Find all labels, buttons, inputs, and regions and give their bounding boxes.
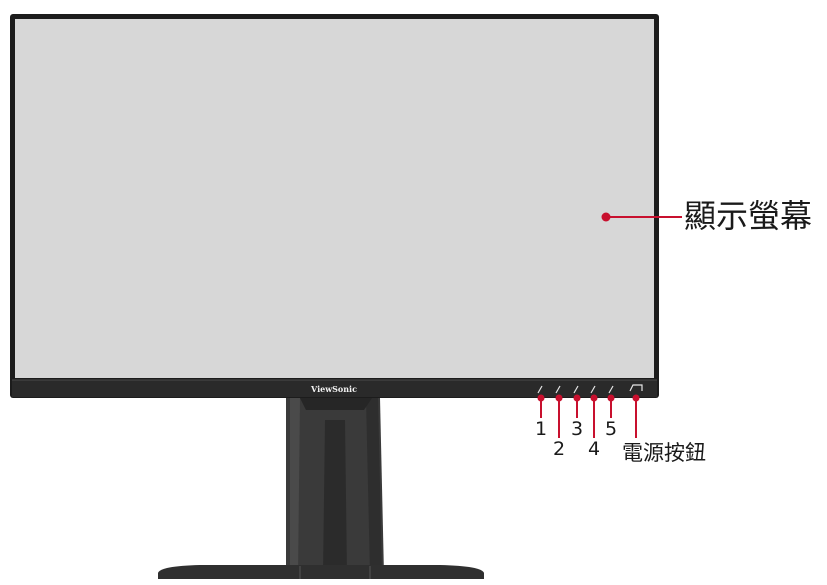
monitor-frame xyxy=(10,14,659,398)
button-3-icon xyxy=(573,385,579,394)
display-screen xyxy=(15,19,654,378)
power-button-icon xyxy=(629,384,643,392)
button-5-icon xyxy=(608,385,614,394)
screen-callout-label: 顯示螢幕 xyxy=(684,197,813,235)
callout-dots xyxy=(537,212,640,402)
button-number-1: 1 xyxy=(535,418,548,440)
screen-callout-dot xyxy=(601,212,611,222)
button-number-3: 3 xyxy=(571,418,584,440)
stand-neck xyxy=(286,398,384,575)
bottom-bezel xyxy=(12,380,657,397)
button-4-icon xyxy=(590,385,596,394)
control-buttons xyxy=(537,384,643,394)
stand-base xyxy=(158,565,484,579)
button-2-icon xyxy=(555,385,561,394)
button-number-2: 2 xyxy=(553,438,566,460)
brand-logo: ViewSonic xyxy=(310,384,357,394)
button-number-4: 4 xyxy=(588,438,601,460)
power-button-label: 電源按鈕 xyxy=(622,441,706,465)
button-number-5: 5 xyxy=(605,418,618,440)
button-1-icon xyxy=(537,385,543,394)
